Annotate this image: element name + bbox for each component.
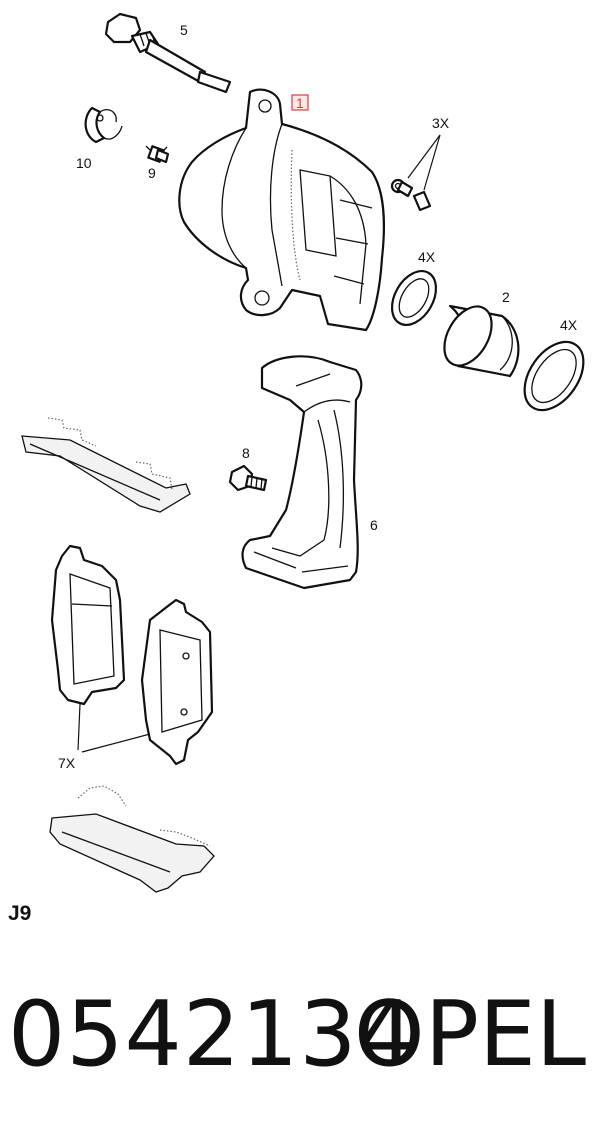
callout-10: 10	[76, 155, 92, 171]
piston-part-2	[443, 304, 520, 378]
spring-clip-part-10	[84, 106, 123, 144]
anti-rattle-spring-upper	[21, 417, 191, 513]
brake-caliper-exploded-diagram: 5 10 9 1 3X 4X	[21, 12, 585, 893]
brake-pad-part-7-left	[50, 544, 126, 706]
brand-name: OPEL	[353, 982, 586, 1087]
callout-4-right: 4X	[560, 317, 578, 333]
callout-9: 9	[148, 165, 156, 181]
callout-1: 1	[296, 95, 304, 111]
callout-5: 5	[180, 22, 188, 38]
callout-2: 2	[502, 289, 510, 305]
seal-ring-part-4-left	[390, 270, 438, 326]
section-code: J9	[8, 902, 32, 925]
bleed-screw-part-9	[145, 145, 170, 164]
dust-boot-part-4-right	[523, 340, 585, 412]
callout-4-left: 4X	[418, 249, 436, 265]
caliper-housing-part-1	[178, 88, 385, 332]
callout-8: 8	[242, 445, 250, 461]
callout-1-box	[291, 94, 309, 111]
callout-7: 7X	[58, 755, 76, 771]
callout-6: 6	[370, 517, 378, 533]
guide-bolt-part-5	[104, 12, 232, 94]
anti-rattle-spring-lower	[49, 785, 215, 893]
callout-3: 3X	[432, 115, 450, 131]
part-number: 0542134	[8, 982, 416, 1087]
brake-pad-part-7-right	[140, 598, 214, 766]
caliper-bracket-part-6	[241, 355, 363, 590]
bolt-part-8	[228, 464, 268, 492]
fittings-part-3	[390, 178, 432, 212]
